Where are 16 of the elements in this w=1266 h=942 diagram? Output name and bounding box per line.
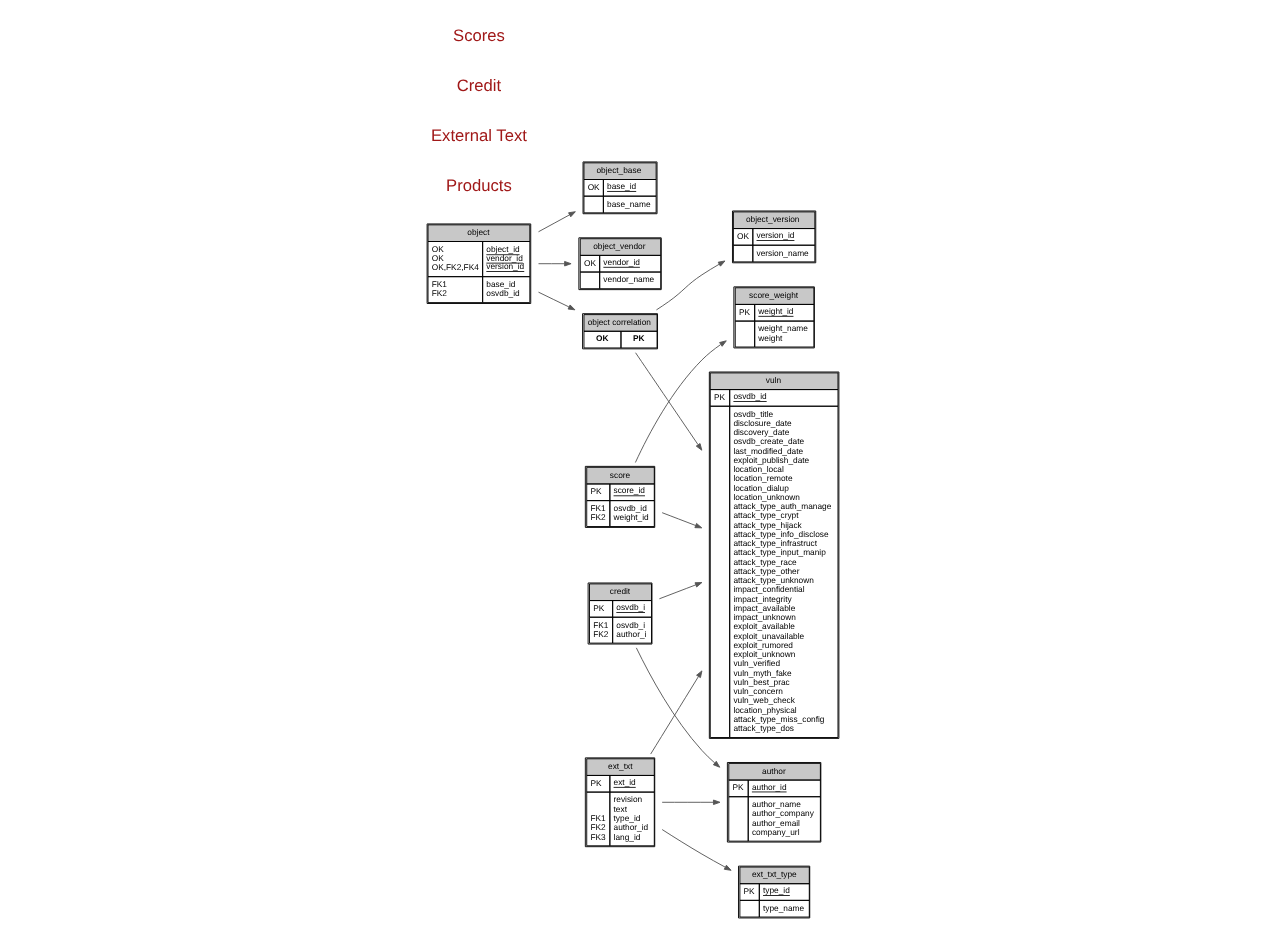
arrow (661, 829, 732, 871)
arrow (650, 670, 703, 755)
arrow (661, 799, 721, 805)
label: Scores (453, 25, 505, 46)
arrow (538, 211, 576, 233)
arrow (635, 352, 703, 451)
label: Products (446, 174, 512, 195)
label: Credit (456, 75, 502, 96)
arrow (538, 261, 572, 267)
label: External Text (431, 125, 527, 146)
arrow (661, 512, 703, 529)
arrow (655, 260, 726, 311)
arrow (538, 291, 576, 311)
arrow (634, 340, 727, 463)
arrow (658, 582, 703, 600)
arrow (635, 647, 721, 768)
